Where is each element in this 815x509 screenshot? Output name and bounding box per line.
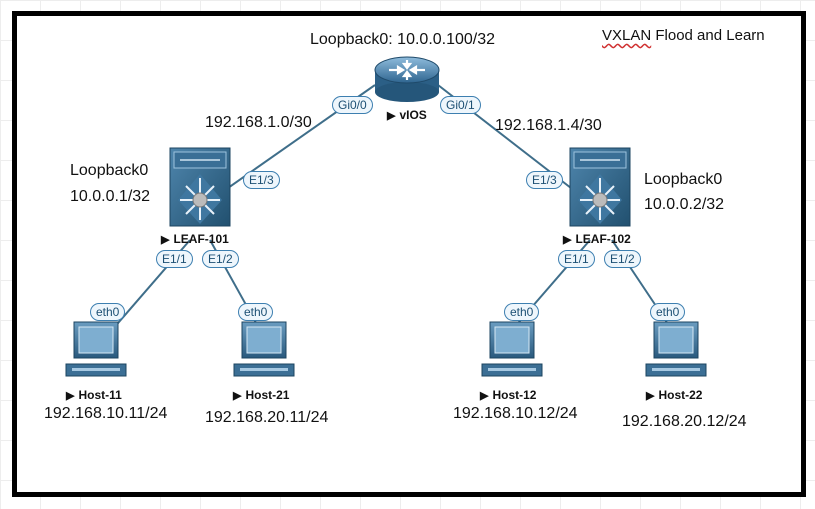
right-link-subnet: 192.168.1.4/30	[495, 117, 602, 134]
host-12-port[interactable]: eth0	[504, 303, 540, 321]
host-22-ip: 192.168.20.12/24	[622, 413, 747, 430]
play-icon: ▶	[480, 390, 489, 402]
play-icon: ▶	[161, 234, 170, 246]
leaf-101-uplink-port[interactable]: E1/3	[243, 171, 280, 189]
play-icon: ▶	[233, 390, 242, 402]
leaf-102-loopback-ip: 10.0.0.2/32	[644, 196, 725, 213]
router-port-left[interactable]: Gi0/0	[332, 96, 373, 114]
host-12-name-text: Host-12	[492, 388, 537, 402]
host-21-name-text: Host-21	[245, 388, 290, 402]
host-12-name: ▶Host-12	[480, 388, 536, 402]
leaf-102-name: ▶LEAF-102	[563, 232, 631, 246]
router-icon[interactable]	[374, 56, 440, 102]
leaf-102-port-2[interactable]: E1/2	[604, 250, 641, 268]
leaf-101-name-text: LEAF-101	[173, 232, 229, 246]
router-name: ▶vIOS	[387, 108, 427, 122]
router-loopback-label: Loopback0: 10.0.0.100/32	[310, 31, 496, 48]
router-name-text: vIOS	[399, 108, 427, 122]
title-rest: Flood and Learn	[651, 27, 765, 44]
host-11-name-text: Host-11	[78, 388, 122, 402]
play-icon: ▶	[563, 234, 572, 246]
host-22-name-text: Host-22	[658, 388, 703, 402]
host-21-ip: 192.168.20.11/24	[205, 409, 329, 426]
play-icon: ▶	[387, 110, 396, 122]
leaf-101-switch-icon[interactable]	[169, 147, 231, 227]
router-port-right[interactable]: Gi0/1	[440, 96, 481, 114]
host-11-pc-icon[interactable]	[65, 321, 127, 377]
leaf-101-port-1[interactable]: E1/1	[156, 250, 193, 268]
leaf-102-switch-icon[interactable]	[569, 147, 631, 227]
leaf-102-uplink-port[interactable]: E1/3	[526, 171, 563, 189]
leaf-101-loopback-name: Loopback0	[70, 162, 149, 179]
host-11-ip: 192.168.10.11/24	[44, 405, 168, 422]
host-22-name: ▶Host-22	[646, 388, 702, 402]
host-11-port[interactable]: eth0	[90, 303, 126, 321]
leaf-101-loopback-ip: 10.0.0.1/32	[70, 188, 151, 205]
host-21-pc-icon[interactable]	[233, 321, 295, 377]
host-11-name: ▶Host-11	[66, 388, 122, 402]
leaf-102-name-text: LEAF-102	[575, 232, 631, 246]
host-21-port[interactable]: eth0	[238, 303, 274, 321]
host-21-name: ▶Host-21	[233, 388, 289, 402]
leaf-102-port-1[interactable]: E1/1	[558, 250, 595, 268]
leaf-101-port-2[interactable]: E1/2	[202, 250, 239, 268]
play-icon: ▶	[646, 390, 655, 402]
diagram-title: VXLAN Flood and Learn	[602, 27, 765, 44]
leaf-102-loopback-name: Loopback0	[644, 171, 723, 188]
leaf-101-name: ▶LEAF-101	[161, 232, 229, 246]
left-link-subnet: 192.168.1.0/30	[205, 114, 312, 131]
host-12-pc-icon[interactable]	[481, 321, 543, 377]
host-22-port[interactable]: eth0	[650, 303, 686, 321]
host-12-ip: 192.168.10.12/24	[453, 405, 578, 422]
title-prefix: VXLAN	[602, 27, 652, 44]
play-icon: ▶	[66, 390, 75, 402]
host-22-pc-icon[interactable]	[645, 321, 707, 377]
